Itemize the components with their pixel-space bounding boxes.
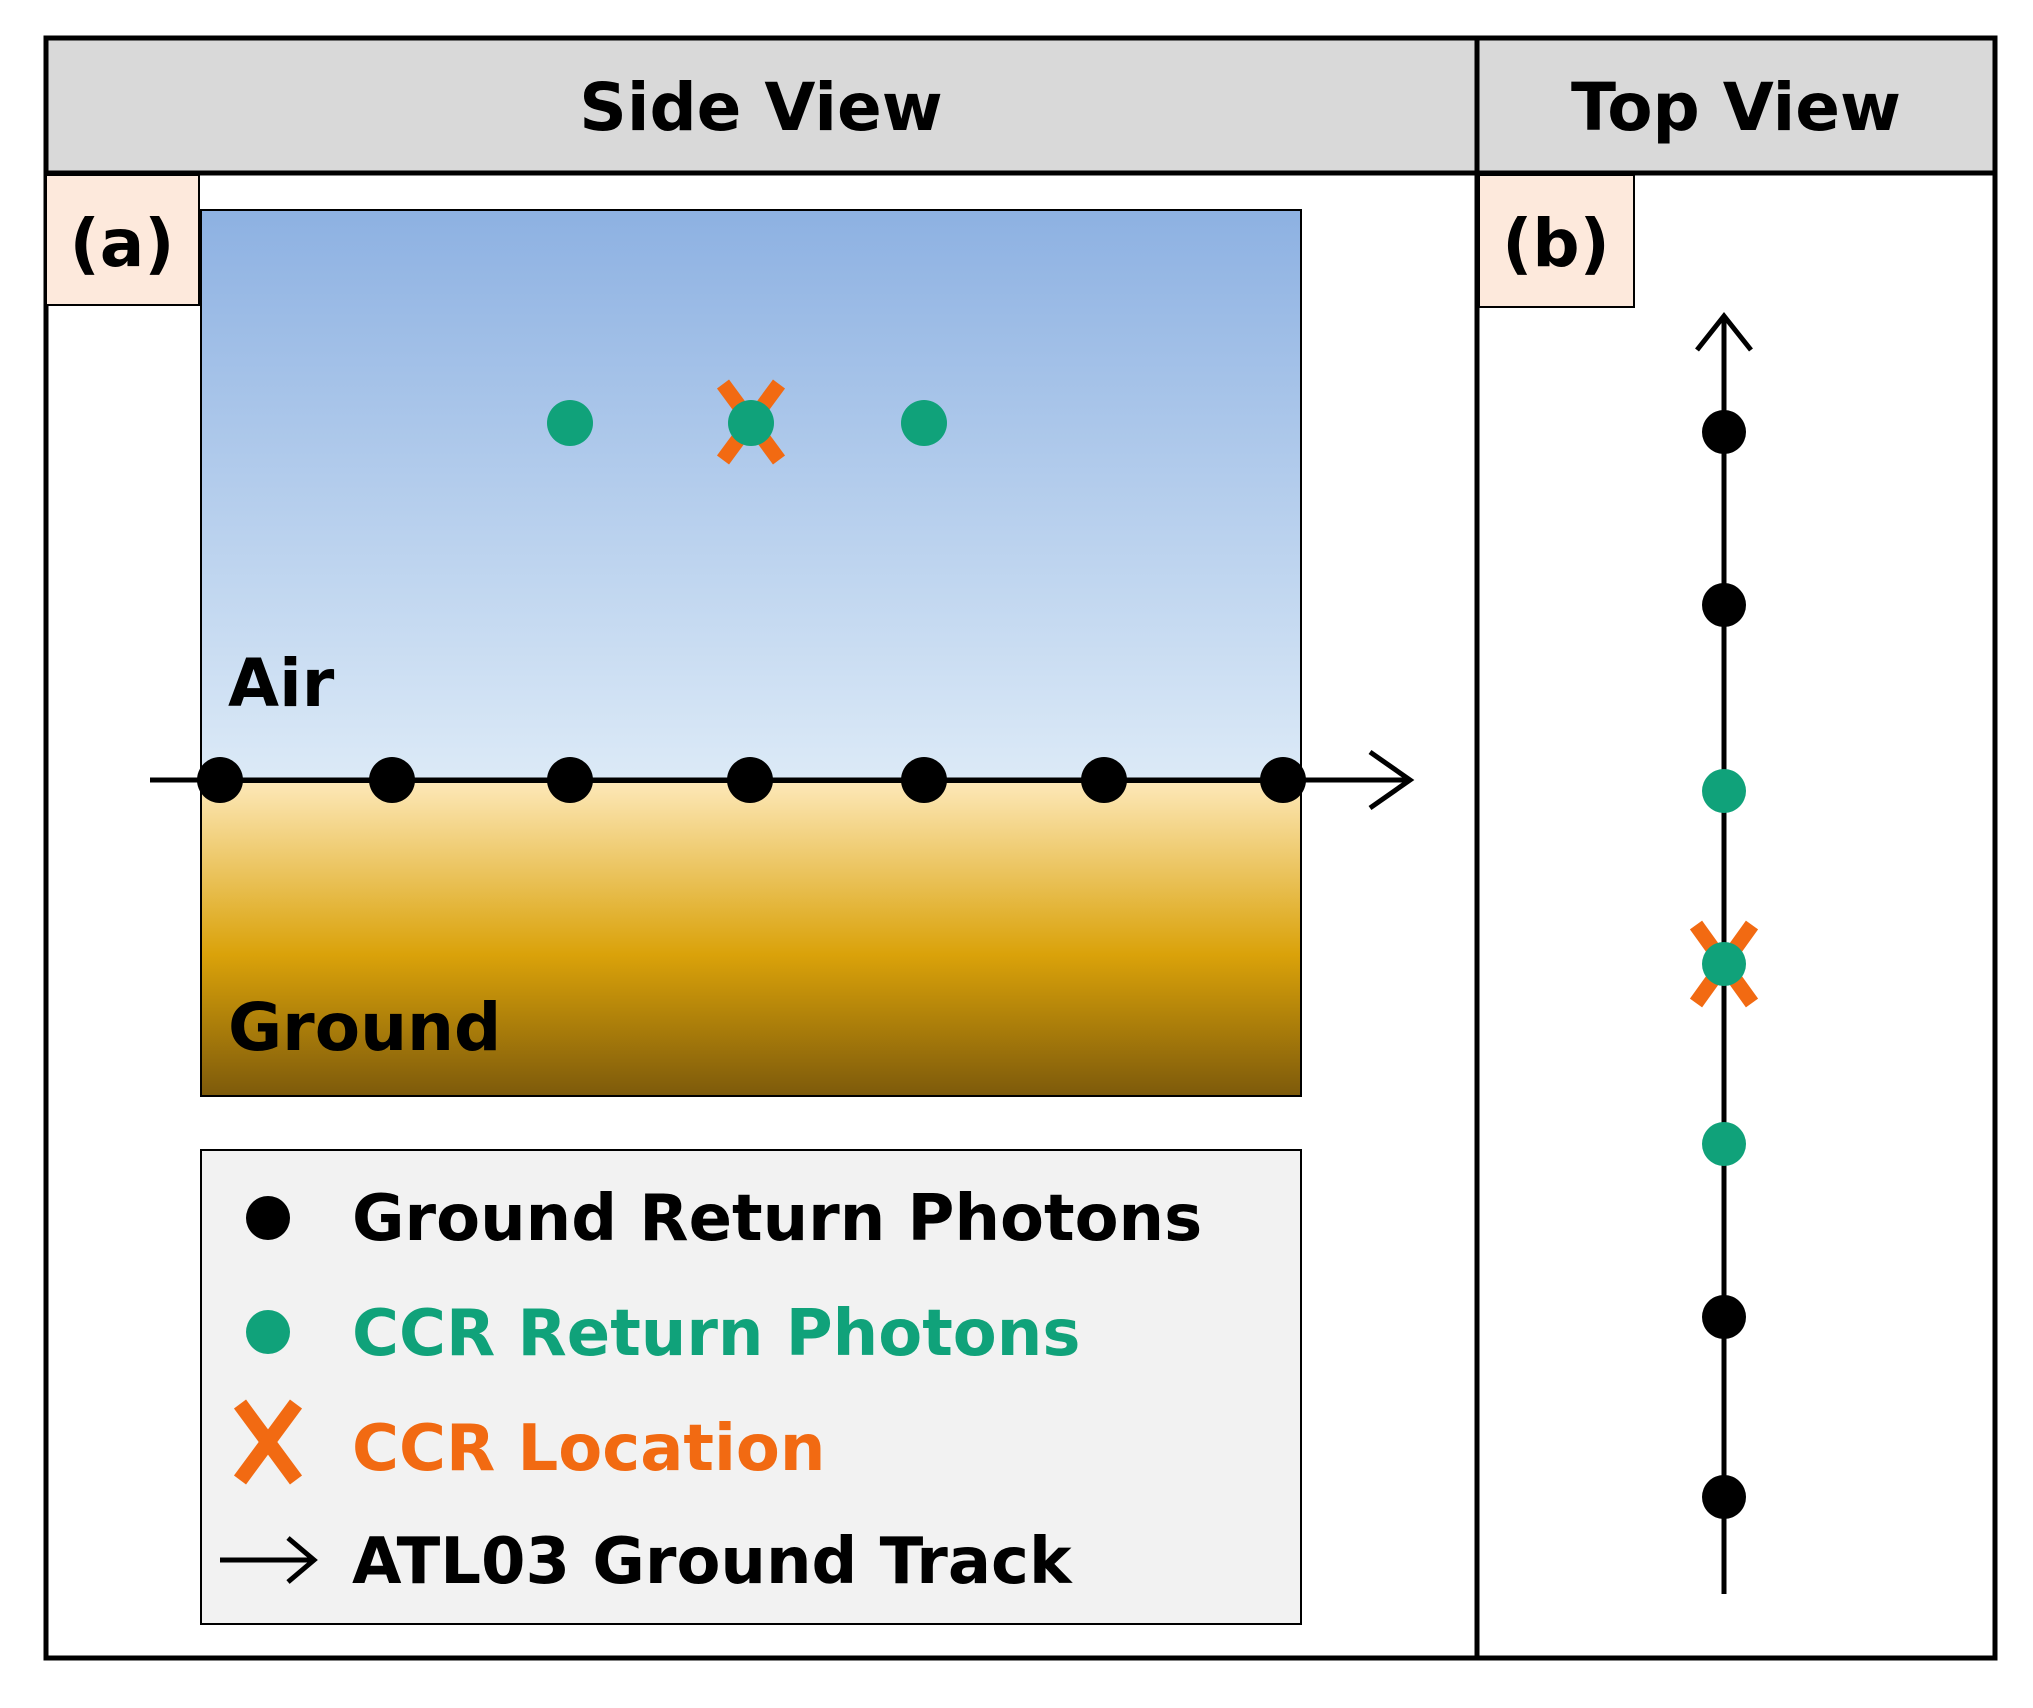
legend-item-ground-track: ATL03 Ground Track xyxy=(220,1525,1073,1599)
panel-b: (b) xyxy=(1478,174,1759,1594)
panel-a-label: (a) xyxy=(70,205,175,282)
top-photons xyxy=(1689,410,1759,1519)
ground-photon xyxy=(1702,1475,1746,1519)
legend-box xyxy=(200,1149,1302,1625)
legend-label: CCR Location xyxy=(352,1412,825,1486)
panel-b-label-box xyxy=(1478,174,1635,308)
legend: Ground Return Photons CCR Return Photons… xyxy=(200,1149,1302,1625)
panel-a-label-box xyxy=(45,174,200,306)
ground-photon xyxy=(727,757,773,803)
header-band xyxy=(46,38,1995,173)
legend-item-ccr-photons: CCR Return Photons xyxy=(246,1297,1080,1371)
legend-item-ccr-location: CCR Location xyxy=(233,1399,825,1486)
ground-photon xyxy=(1260,757,1306,803)
legend-label: CCR Return Photons xyxy=(352,1297,1080,1371)
sky-region xyxy=(200,209,1302,783)
legend-orange-x-icon xyxy=(233,1399,303,1485)
ccr-photon xyxy=(547,400,593,446)
ground-photon xyxy=(369,757,415,803)
ground-photon xyxy=(1702,410,1746,454)
legend-black-dot-icon xyxy=(246,1196,290,1240)
legend-green-dot-icon xyxy=(246,1310,290,1354)
side-ground-photons xyxy=(197,757,1306,803)
ccr-photon xyxy=(1702,942,1746,986)
top-view-title: Top View xyxy=(1571,69,1901,146)
legend-item-ground-photons: Ground Return Photons xyxy=(246,1182,1202,1256)
ground-photon xyxy=(197,757,243,803)
ccr-photon xyxy=(1702,1122,1746,1166)
legend-label: Ground Return Photons xyxy=(352,1182,1202,1256)
ground-photon xyxy=(1702,583,1746,627)
ccr-photon xyxy=(728,400,774,446)
ground-photon xyxy=(1702,1295,1746,1339)
legend-arrow-icon xyxy=(220,1536,318,1584)
side-ccr-photons xyxy=(547,379,947,465)
top-ground-track-arrowhead xyxy=(1695,311,1753,352)
side-ground-track-arrowhead xyxy=(1368,749,1415,811)
air-label: Air xyxy=(228,645,335,722)
ccr-photon xyxy=(901,400,947,446)
ground-region xyxy=(200,781,1302,1097)
panel-b-label: (b) xyxy=(1502,205,1610,282)
ccr-photon xyxy=(1702,769,1746,813)
ground-photon xyxy=(1081,757,1127,803)
legend-label: ATL03 Ground Track xyxy=(352,1525,1073,1599)
side-view-title: Side View xyxy=(579,69,942,146)
outer-frame xyxy=(43,35,1998,1661)
ground-photon xyxy=(901,757,947,803)
ground-photon xyxy=(547,757,593,803)
ground-label: Ground xyxy=(228,989,501,1066)
panel-a: (a) Air Ground xyxy=(45,174,1415,1625)
